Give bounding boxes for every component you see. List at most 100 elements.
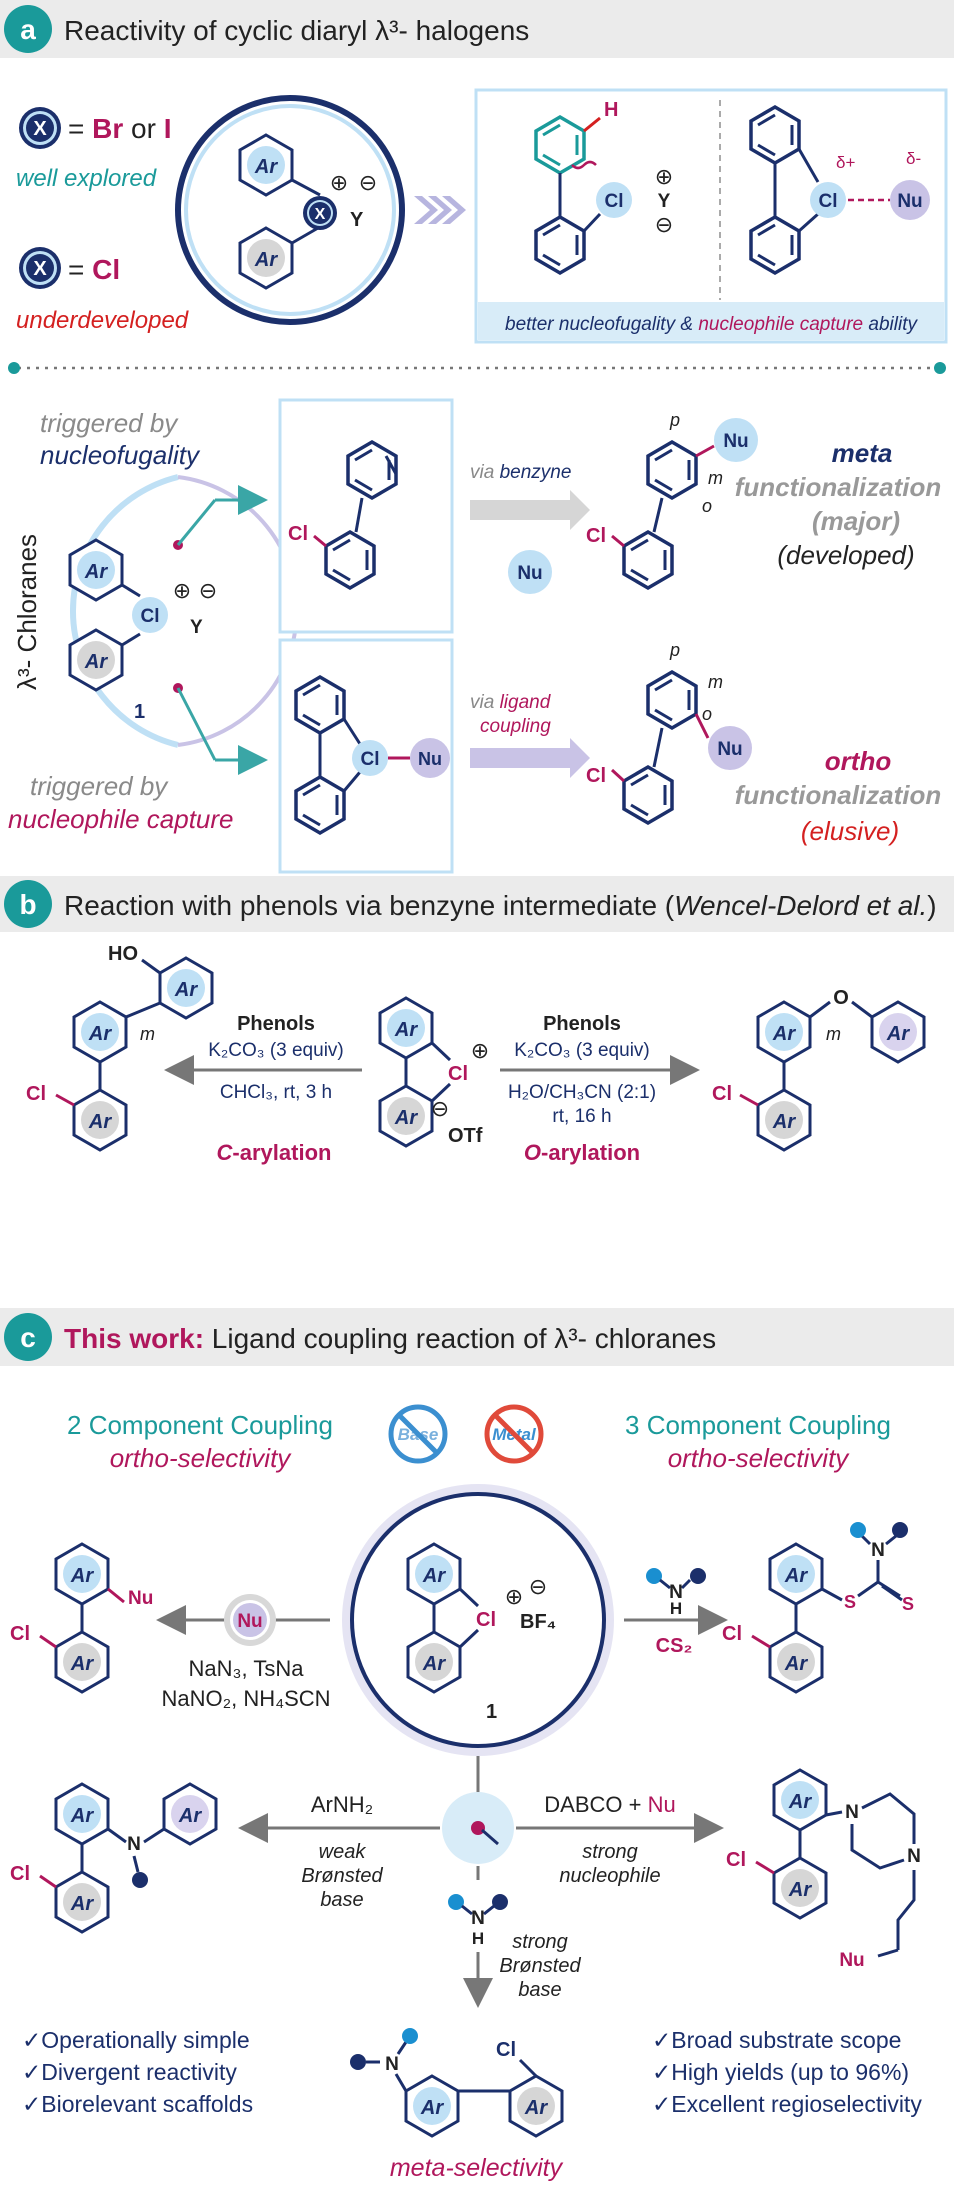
svg-text:N: N — [127, 1834, 141, 1855]
meta-functionalization-label: meta functionalization (major) (develope… — [735, 438, 942, 570]
svg-text:meta: meta — [832, 438, 893, 468]
piperazine-product: N N Nu Ar Ar Cl — [726, 1768, 921, 1971]
svg-text:Cl: Cl — [605, 191, 624, 212]
svg-text:K₂CO₃ (3 equiv): K₂CO₃ (3 equiv) — [514, 1040, 650, 1061]
svg-text:Ar: Ar — [70, 1893, 94, 1915]
svg-text:1: 1 — [134, 701, 145, 723]
svg-text:C-arylation: C-arylation — [217, 1140, 332, 1165]
svg-text:Ar: Ar — [784, 1653, 808, 1675]
panel-b-header — [0, 876, 954, 932]
x-cl-legend: X = Cl underdeveloped — [16, 247, 189, 334]
svg-text:coupling: coupling — [480, 716, 551, 737]
svg-text:(major): (major) — [812, 506, 900, 536]
svg-text:Y: Y — [350, 209, 364, 231]
svg-text:via ligand: via ligand — [470, 692, 552, 713]
diarylamine-product: N Ar Ar Ar Cl — [10, 1782, 218, 1934]
svg-text:Ar: Ar — [84, 651, 108, 673]
svg-text:Y: Y — [658, 191, 671, 212]
meta-amine-product: N Cl Ar Ar — [350, 2028, 564, 2138]
svg-text:better nucleofugality & nucleo: better nucleofugality & nucleophile capt… — [505, 314, 918, 335]
svg-text:⊖: ⊖ — [199, 578, 217, 603]
svg-text:p: p — [669, 640, 680, 660]
svg-text:Cl: Cl — [361, 749, 380, 770]
well-explored-label: well explored — [16, 165, 157, 192]
svg-text:Cl: Cl — [586, 525, 606, 547]
svg-text:functionalization: functionalization — [735, 780, 942, 810]
nucleophile-capture-label: nucleophile capture — [8, 804, 234, 834]
cs2-arrow: N H CS₂ — [624, 1568, 728, 1657]
svg-text:X: X — [315, 206, 326, 223]
svg-text:H₂O/CH₃CN (2:1): H₂O/CH₃CN (2:1) — [508, 1082, 656, 1103]
two-component-ortho: ortho-selectivity — [110, 1443, 293, 1473]
svg-text:Cl: Cl — [10, 1863, 30, 1885]
advantages-right: ✓Broad substrate scope ✓High yields (up … — [652, 2027, 922, 2117]
ortho-product: Nu p m o Cl — [586, 640, 752, 825]
svg-text:Ar: Ar — [88, 1111, 112, 1133]
panel-a-header — [0, 0, 954, 58]
meta-selectivity-label: meta-selectivity — [390, 2154, 564, 2182]
svg-text:Ar: Ar — [788, 1879, 812, 1901]
svg-text:(developed): (developed) — [777, 540, 914, 570]
panel-a-title: Reactivity of cyclic diaryl λ³- halogens — [64, 15, 529, 46]
check-right-2: ✓Excellent regioselectivity — [652, 2091, 922, 2117]
svg-text:Ar: Ar — [886, 1023, 910, 1045]
arnh2-arrow: ArNH₂ weak Brønsted base — [238, 1792, 440, 1911]
svg-text:via benzyne: via benzyne — [470, 462, 571, 483]
underdeveloped-label: underdeveloped — [16, 307, 189, 334]
svg-text:Ar: Ar — [70, 1653, 94, 1675]
svg-text:X: X — [33, 118, 47, 140]
svg-text:m: m — [708, 468, 723, 488]
o-arylation-product: O Ar Ar Ar m Cl — [712, 987, 926, 1152]
svg-text:Cl: Cl — [586, 765, 606, 787]
svg-text:N: N — [669, 1582, 683, 1603]
chloranes-vertical-label: λ³- Chloranes — [12, 534, 42, 690]
svg-text:N: N — [871, 1540, 885, 1561]
svg-text:H: H — [604, 99, 618, 121]
svg-text:ArNH₂: ArNH₂ — [311, 1792, 373, 1817]
triggered-by-1: triggered by — [40, 408, 179, 438]
svg-text:Brønsted: Brønsted — [301, 1865, 383, 1887]
check-right-1: ✓High yields (up to 96%) — [652, 2059, 909, 2085]
c-arylation-product: Ar Ar Ar HO m Cl — [26, 943, 214, 1152]
svg-text:Cl: Cl — [141, 606, 160, 627]
svg-text:Nu: Nu — [237, 1611, 262, 1632]
svg-text:nucleophile: nucleophile — [559, 1865, 660, 1887]
panel-c-badge — [4, 1313, 52, 1361]
svg-text:CS₂: CS₂ — [656, 1635, 693, 1657]
svg-text:Nu: Nu — [128, 1588, 153, 1609]
svg-text:N: N — [471, 1908, 485, 1929]
two-component-label: 2 Component Coupling — [67, 1410, 333, 1440]
reaction-hub — [442, 1756, 514, 1864]
svg-text:Ar: Ar — [70, 1565, 94, 1587]
svg-text:N: N — [845, 1802, 859, 1823]
panel-b-badge-letter: b — [19, 889, 36, 920]
check-left-2: ✓Biorelevant scaffolds — [22, 2091, 253, 2117]
panel-a-badge — [4, 5, 52, 53]
svg-text:Ar: Ar — [422, 1565, 446, 1587]
via-benzyne-arrow: via benzyne Nu — [470, 462, 590, 594]
svg-text:Cl: Cl — [726, 1849, 746, 1871]
svg-text:Nu: Nu — [717, 739, 742, 760]
check-right-0: ✓Broad substrate scope — [652, 2027, 901, 2053]
x-br-i-legend: X = Br or I well explored — [16, 107, 172, 192]
svg-text:Ar: Ar — [254, 156, 278, 178]
svg-text:Cl: Cl — [448, 1063, 468, 1085]
chevron-arrow — [414, 196, 466, 224]
svg-text:S: S — [844, 1592, 856, 1612]
chlorane-otf-reagent: Ar Ar Cl ⊕ ⊖ OTf — [378, 996, 489, 1148]
svg-text:Nu: Nu — [418, 749, 442, 769]
panel-c-badge-letter: c — [20, 1322, 36, 1353]
svg-text:rt, 16 h: rt, 16 h — [552, 1106, 611, 1127]
svg-text:N: N — [907, 1846, 921, 1867]
svg-text:Cl: Cl — [819, 191, 838, 212]
svg-text:Ar: Ar — [788, 1791, 812, 1813]
central-chlorane-bf4: Ar Ar Cl ⊕ ⊖ BF₄ 1 — [342, 1484, 614, 1756]
svg-text:m: m — [140, 1024, 155, 1044]
svg-text:H: H — [472, 1929, 484, 1948]
svg-text:p: p — [669, 410, 680, 430]
panel-a-badge-letter: a — [20, 14, 36, 45]
o-arylation-arrow: Phenols K₂CO₃ (3 equiv) H₂O/CH₃CN (2:1) … — [500, 1013, 700, 1165]
svg-text:CHCl₃, rt, 3 h: CHCl₃, rt, 3 h — [220, 1082, 332, 1103]
cyclic-diaryl-halogen-structure: X Ar Ar ⊕ ⊖ Y — [175, 95, 405, 325]
svg-text:BF₄: BF₄ — [520, 1611, 556, 1633]
